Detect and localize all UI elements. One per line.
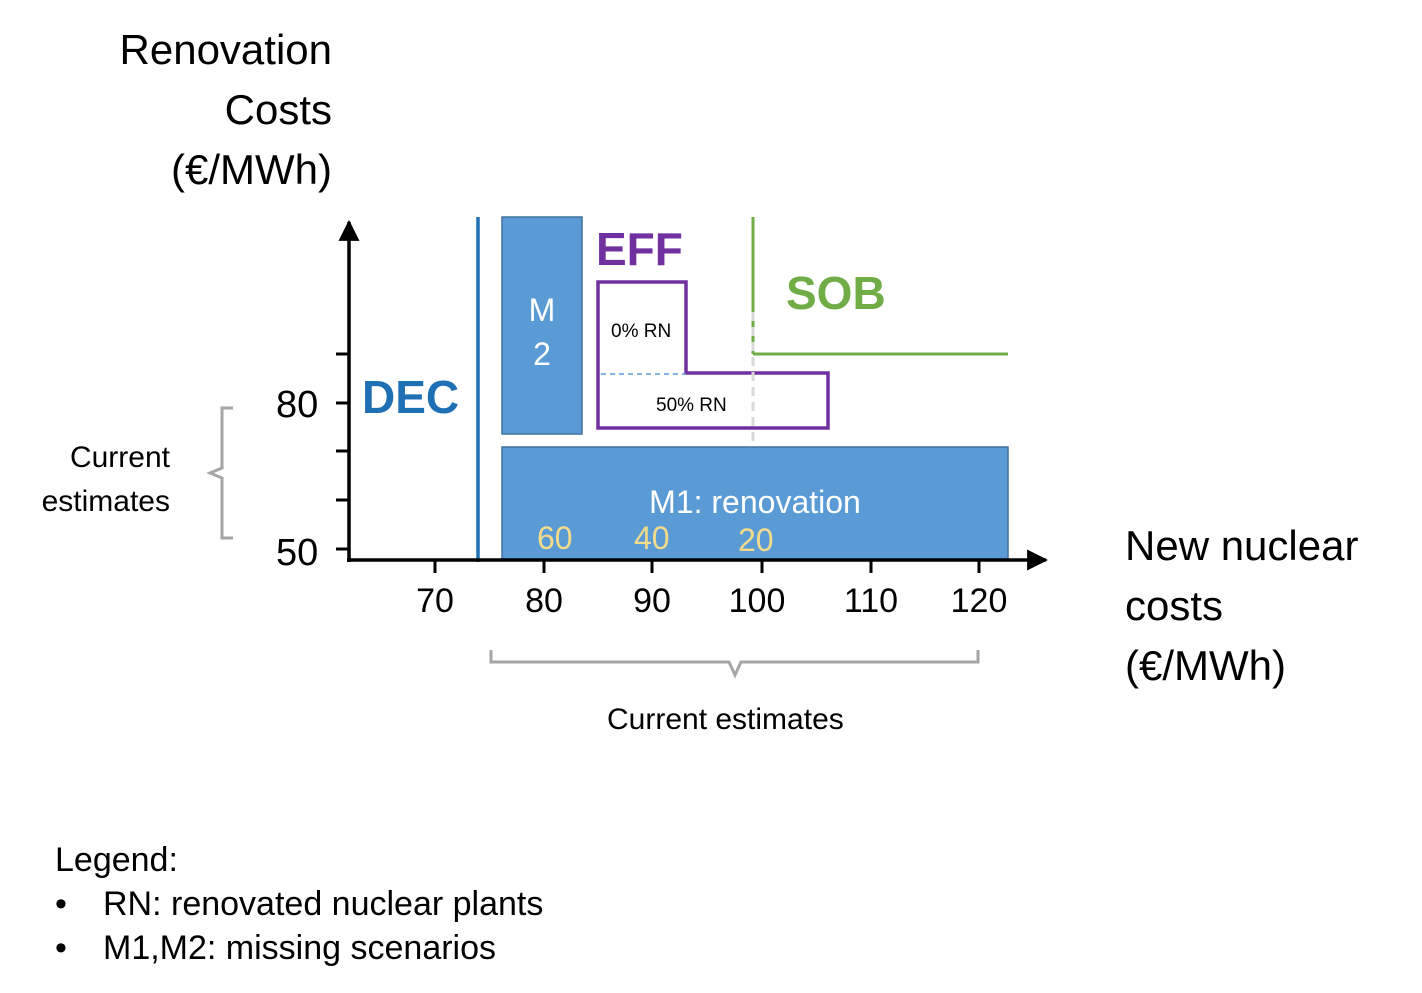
x-axis-title-line: costs [1125, 582, 1224, 629]
x-axis-title-line: (€/MWh) [1125, 642, 1286, 689]
m2-label: M 2 [502, 288, 582, 376]
x-tick-label: 120 [950, 582, 1008, 620]
y-current-estimates-line: Current [69, 441, 170, 474]
m1-value-label: 20 [738, 522, 774, 558]
y-current-estimates-line: estimates [41, 485, 170, 518]
m1-value-label: 40 [634, 520, 670, 556]
m2-label-line: M [528, 292, 556, 328]
x-current-estimates-label: Current estimates [607, 703, 844, 736]
y-axis-title-line: Renovation [119, 26, 332, 73]
x-tick-label: 70 [416, 582, 454, 620]
dec-label: DEC [362, 371, 460, 423]
sob-label: SOB [786, 267, 886, 319]
legend-title: Legend: [55, 841, 178, 879]
eff-0-rn-label: 0% RN [611, 321, 672, 342]
legend-item: M1,M2: missing scenarios [55, 926, 543, 970]
y-current-estimates-label: Current estimates [20, 436, 170, 524]
eff-region-outline [596, 280, 830, 430]
legend: Legend: RN: renovated nuclear plants M1,… [55, 838, 543, 970]
x-tick-label: 100 [728, 582, 786, 620]
y-tick-label: 50 [276, 532, 319, 574]
m2-block [501, 216, 583, 435]
m1-value-label: 60 [537, 520, 573, 556]
eff-50-rn-label: 50% RN [656, 395, 727, 416]
x-axis-title: New nuclear costs (€/MWh) [1125, 516, 1358, 696]
x-tick-label: 90 [633, 582, 671, 620]
eff-label: EFF [596, 223, 683, 275]
x-axis-title-line: New nuclear [1125, 522, 1359, 569]
y-axis-title-line: Costs [224, 86, 332, 133]
y-tick-label: 80 [276, 384, 319, 426]
m1-block [501, 446, 1009, 561]
x-current-estimates-bracket [489, 650, 980, 679]
x-tick-label: 80 [525, 582, 563, 620]
y-axis-title: Renovation Costs (€/MWh) [120, 20, 332, 200]
y-axis-title-line: (€/MWh) [171, 146, 332, 193]
m2-label-line: 2 [533, 336, 551, 372]
m1-label: M1: renovation [649, 484, 861, 520]
x-tick-label: 110 [843, 582, 899, 620]
legend-item: RN: renovated nuclear plants [55, 882, 543, 926]
y-current-estimates-bracket [206, 406, 233, 540]
